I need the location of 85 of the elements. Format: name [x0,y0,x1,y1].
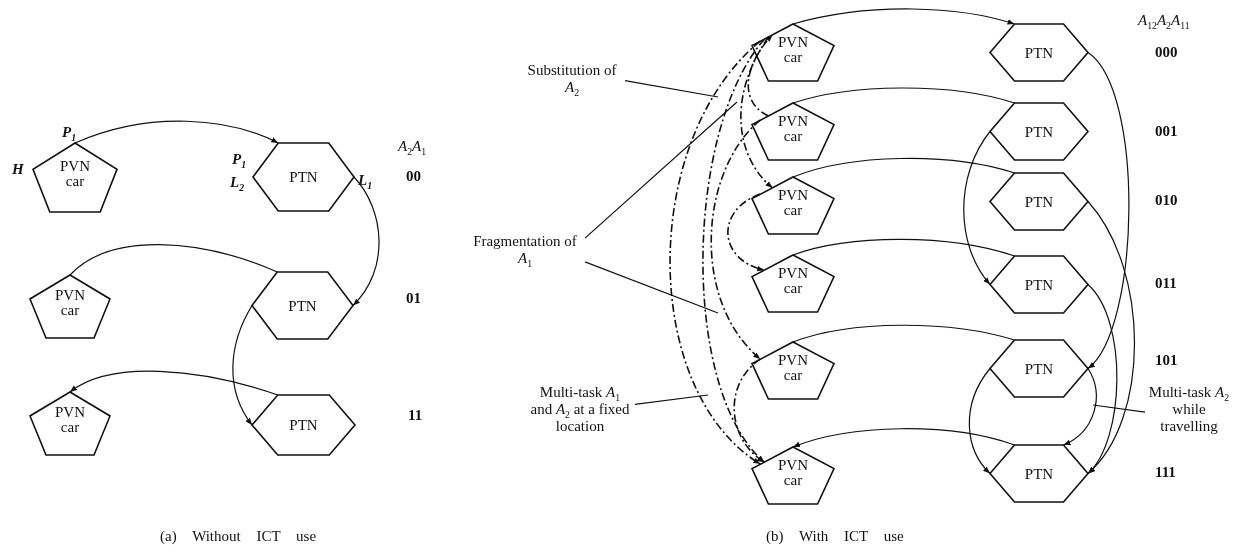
arrow [1087,51,1130,370]
pentagon-node [752,255,834,312]
arrow [1087,283,1118,475]
arrow [352,176,380,307]
arrow [963,130,991,286]
pentagon-node [752,103,834,160]
node-label: PTN [1023,194,1055,209]
panel-caption: (b) With ICT use [766,528,904,545]
annotation-text: Multi-task A$_{1}$ and A$_{2}$ at a fixed location [528,384,632,435]
node-label: PVN car [777,113,809,144]
column-header: A$_{2}$A$_{1}$ [398,138,427,155]
row-code: 01 [406,290,421,307]
point-label: L$_{2}$ [230,174,245,191]
point-label: P$_{1}$ [62,124,77,141]
arrow [232,304,253,426]
node-label: PVN car [777,187,809,218]
node-label: PTN [288,417,319,433]
hexagon-node [252,395,355,455]
row-code: 101 [1155,352,1178,369]
arrow [727,193,766,271]
connector-line [69,244,278,276]
node-label: PTN [1023,45,1055,60]
arrow [69,370,279,396]
node-label: PVN car [59,158,91,189]
arrow [1087,200,1136,475]
leader-line [634,394,709,405]
hexagon-node [990,256,1088,313]
leader-line [1092,404,1146,413]
column-header: A$_{12}$A$_{2}$A$_{11}$ [1138,12,1190,29]
node-label: PTN [1023,466,1055,481]
pentagon-node [33,143,117,212]
node-label: PVN car [54,287,86,318]
row-code: 001 [1155,123,1178,140]
point-label: H [12,161,24,178]
node-label: PTN [288,169,319,185]
arrow [740,36,774,189]
row-code: 00 [406,168,421,185]
connector-line [792,87,1016,104]
row-code: 000 [1155,44,1178,61]
panel-caption: (a) Without ICT use [160,528,317,545]
connector-line [792,324,1016,343]
arrow [74,120,279,144]
leader-line [584,101,738,239]
node-label: PTN [1023,361,1055,376]
node-label: PVN car [777,265,809,296]
hexagon-node [990,445,1088,502]
arrow [1062,367,1097,446]
annotation-text: Fragmentation of A$_{1}$ [468,233,582,267]
connector-line [792,238,1016,257]
pentagon-node [30,392,110,455]
node-label: PVN car [777,457,809,488]
arrow [710,119,761,360]
point-label: L$_{1}$ [358,172,373,189]
hexagon-node [990,24,1088,81]
pentagon-node [752,342,834,399]
row-code: 11 [408,407,423,424]
node-label: PVN car [777,34,809,65]
point-label: P$_{1}$ [232,151,247,168]
row-code: 111 [1155,464,1176,481]
annotation-text: Substitution of A$_{2}$ [522,62,622,96]
hexagon-node [253,143,354,211]
pentagon-node [30,275,110,338]
pentagon-node [752,177,834,234]
row-code: 010 [1155,192,1178,209]
arrow [669,40,761,465]
hexagon-node [252,272,353,339]
arrow [702,38,766,463]
pentagon-node [752,447,834,504]
annotation-text: Multi-task A$_{2}$ while travelling [1148,384,1230,435]
arrow [968,367,991,475]
leader-line [584,261,719,314]
node-label: PTN [1023,124,1055,139]
arrow [792,428,1016,448]
hexagon-node [990,103,1088,160]
leader-line [624,80,719,98]
node-label: PVN car [777,352,809,383]
arrow [792,8,1016,25]
arrow [747,34,774,117]
pentagon-node [752,24,834,81]
node-label: PTN [287,298,318,313]
node-label: PTN [1023,277,1055,292]
row-code: 011 [1155,275,1177,292]
node-label: PVN car [54,404,86,435]
hexagon-node [990,173,1088,230]
hexagon-node [990,340,1088,397]
